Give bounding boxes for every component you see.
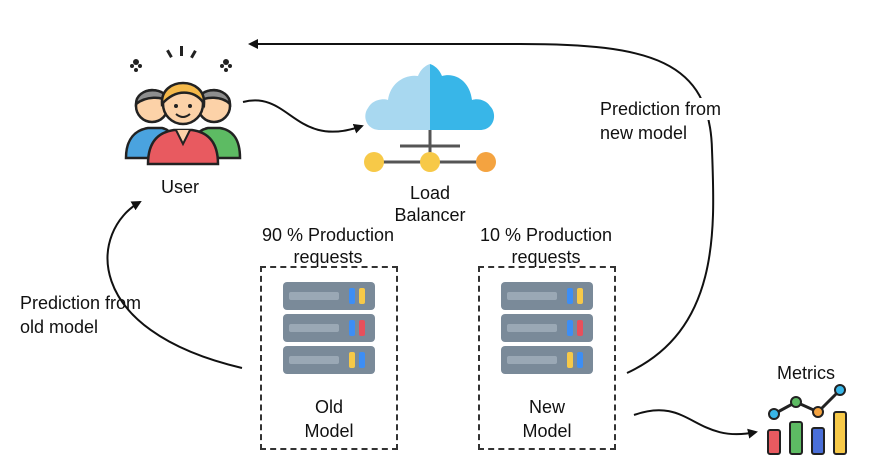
new-model-label-line1: New [528, 397, 565, 417]
metrics-label: Metrics [777, 363, 835, 383]
prediction-new-line1: Prediction from [600, 98, 722, 120]
prediction-old-line1: Prediction from [20, 293, 142, 313]
old-traffic-line2: requests [293, 247, 363, 267]
server-stack-icon [283, 282, 375, 374]
load-balancer-node: Load Balancer [360, 58, 500, 228]
arrow-old-model-to-user [106, 201, 243, 369]
server-stack-icon [501, 282, 593, 374]
load-balancer-label-line2: Balancer [394, 205, 466, 225]
new-model-label-line2: Model [522, 421, 572, 441]
arrow-new-model-to-metrics [633, 409, 758, 439]
old-traffic-line1: 90 % Production [261, 225, 395, 245]
cloud-network-icon [364, 64, 496, 172]
new-model-box: New Model [478, 266, 616, 450]
user-label: User [160, 177, 199, 197]
load-balancer-label-line1: Load [409, 183, 451, 203]
prediction-old-line2: old model [20, 317, 99, 337]
new-traffic-line2: requests [511, 247, 581, 267]
arrow-user-to-load-balancer [242, 99, 364, 134]
old-model-label-line2: Model [304, 421, 354, 441]
old-model-label-line1: Old [314, 397, 343, 417]
old-model-box: Old Model [260, 266, 398, 450]
arrow-new-model-to-user [248, 39, 715, 374]
users-group-icon [124, 46, 242, 166]
bar-chart-icon [767, 384, 847, 455]
new-traffic-line1: 10 % Production [479, 225, 613, 245]
prediction-new-line2: new model [600, 122, 688, 144]
user-node: User [118, 40, 248, 200]
metrics-node: Metrics [760, 362, 860, 462]
